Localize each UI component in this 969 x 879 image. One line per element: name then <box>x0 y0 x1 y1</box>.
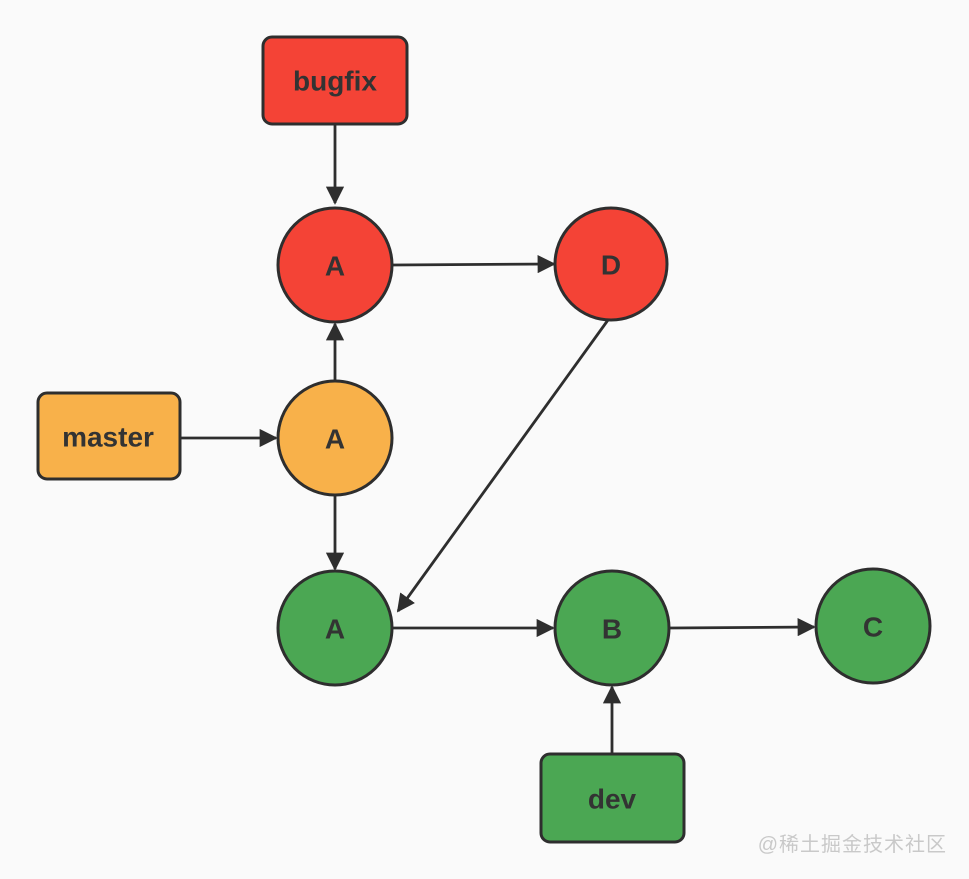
arrow-commit-a-red-to-commit-d <box>392 255 556 274</box>
commit-node-c <box>814 567 932 685</box>
commit-node-a-red <box>276 206 394 324</box>
arrow-commit-b-to-commit-c <box>669 618 816 637</box>
branch-label-dev <box>539 752 686 844</box>
arrow-commit-d-to-commit-a-green <box>396 319 610 613</box>
commit-node-d <box>553 206 669 322</box>
branch-label-bugfix <box>261 35 409 126</box>
commit-node-a-orange <box>276 379 394 497</box>
watermark: @稀土掘金技术社区 <box>758 833 947 856</box>
commit-node-a-green <box>276 569 394 687</box>
branch-label-master <box>36 391 182 481</box>
commit-node-b <box>553 569 671 687</box>
